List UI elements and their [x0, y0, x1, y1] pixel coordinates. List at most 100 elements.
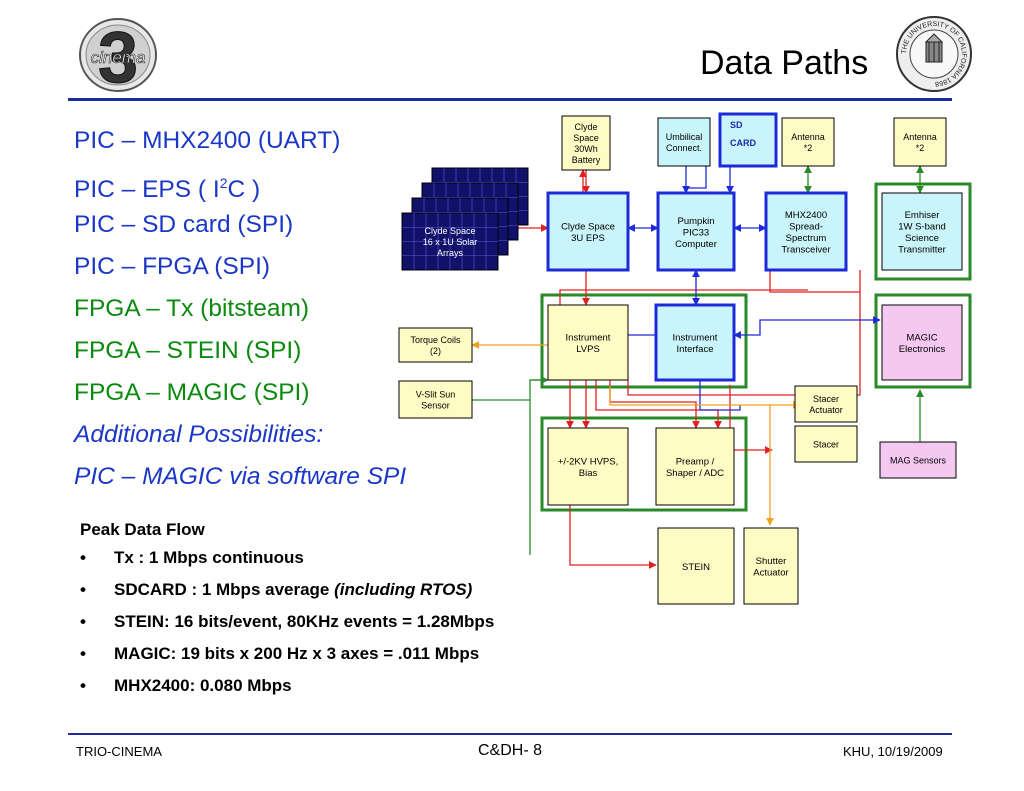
data-path-item: PIC – MHX2400 (UART) — [74, 127, 341, 154]
node-label: Umbilical — [666, 132, 703, 142]
connector-line — [472, 376, 549, 401]
footer-page-number: C&DH- 8 — [478, 742, 543, 759]
subsystem-group-frame — [874, 293, 972, 389]
bullet-icon: • — [80, 644, 86, 663]
node-label: *2 — [916, 143, 925, 153]
node-label: Stacer — [813, 394, 839, 404]
node-label: Clyde — [574, 122, 597, 132]
peak-data-flow-item: •STEIN: 16 bits/event, 80KHz events = 1.… — [80, 606, 494, 638]
node-label: Connect. — [666, 143, 702, 153]
bullet-icon: • — [80, 548, 86, 567]
connector-line — [569, 495, 657, 569]
slide-title: Data Paths — [700, 44, 869, 82]
node-label: STEIN — [682, 562, 710, 573]
node-label: *2 — [804, 143, 813, 153]
node-hvps: +/-2KV HVPS,Bias — [547, 427, 629, 506]
node-label: Clyde Space — [561, 222, 615, 233]
data-path-item: PIC – FPGA (SPI) — [74, 253, 271, 280]
node-magsens: MAG Sensors — [879, 441, 957, 479]
node-label: SD — [730, 120, 743, 130]
connector-line — [769, 270, 861, 293]
node-sdcard: SD CARD — [718, 112, 778, 168]
peak-data-flow-item: •MAGIC: 19 bits x 200 Hz x 3 axes = .011… — [80, 638, 494, 670]
node-stacer: Stacer — [794, 425, 858, 463]
node-label: Electronics — [899, 344, 946, 355]
node-label: Space — [573, 133, 599, 143]
connector-line — [684, 166, 707, 189]
node-label: (2) — [430, 346, 441, 356]
connector-line — [733, 316, 881, 339]
peak-data-flow-item: •SDCARD : 1 Mbps average (including RTOS… — [80, 574, 494, 606]
node-label: Computer — [675, 239, 717, 250]
node-label: +/-2KV HVPS, — [558, 457, 618, 468]
node-label: Battery — [572, 155, 601, 165]
node-label: CARD — [730, 138, 756, 148]
node-label: Spread- — [789, 222, 823, 233]
node-label: Actuator — [809, 405, 843, 415]
node-label: Instrument — [673, 333, 718, 344]
node-label: Stacer — [813, 440, 839, 450]
node-label: Preamp / — [676, 457, 715, 468]
footer-left: TRIO-CINEMA — [76, 744, 162, 759]
cinema-logo-text: cinema — [91, 48, 146, 67]
node-label: Pumpkin — [678, 216, 715, 227]
node-label: Actuator — [753, 568, 788, 579]
node-label: 16 x 1U Solar — [423, 237, 478, 247]
peak-data-flow: Peak Data Flow •Tx : 1 Mbps continuous•S… — [80, 518, 494, 702]
node-label: Arrays — [437, 248, 464, 258]
peak-data-flow-list: •Tx : 1 Mbps continuous•SDCARD : 1 Mbps … — [80, 542, 494, 702]
header-rule — [68, 98, 952, 101]
peak-data-flow-item: •Tx : 1 Mbps continuous — [80, 542, 494, 574]
peak-data-flow-title: Peak Data Flow — [80, 520, 205, 539]
node-label: Antenna — [903, 132, 937, 142]
node-label: Transceiver — [781, 245, 830, 256]
bullet-icon: • — [80, 612, 86, 631]
data-path-item: FPGA – Tx (bitsteam) — [74, 295, 310, 322]
node-preamp: Preamp /Shaper / ADC — [655, 427, 735, 506]
node-label: Shaper / ADC — [666, 468, 724, 479]
node-torque: Torque Coils(2) — [398, 327, 473, 363]
data-paths-list: PIC – MHX2400 (UART) PIC – EPS ( I2C ) PIC… — [74, 120, 406, 498]
bullet-icon: • — [80, 676, 86, 695]
data-path-item: FPGA – MAGIC (SPI) — [74, 379, 310, 406]
data-path-item: PIC – SD card (SPI) — [74, 211, 294, 238]
node-antenna1: Antenna*2 — [781, 117, 835, 167]
node-label: Sensor — [421, 401, 450, 411]
data-path-item: FPGA – STEIN (SPI) — [74, 337, 302, 364]
node-label: MHX2400 — [785, 210, 827, 221]
footer-date: KHU, 10/19/2009 — [843, 744, 943, 759]
footer-rule — [68, 733, 952, 735]
node-label: Clyde Space — [424, 226, 475, 236]
node-label: Bias — [579, 468, 598, 479]
node-label: Instrument — [566, 333, 611, 344]
node-label: V-Slit Sun — [416, 390, 456, 400]
node-label: Antenna — [791, 132, 825, 142]
node-label: PIC33 — [683, 227, 709, 238]
data-path-item: PIC – MAGIC via software SPI — [74, 463, 407, 490]
university-seal-logo: THE UNIVERSITY OF CALIFORNIA 1868 — [896, 16, 972, 92]
connector-line — [609, 386, 801, 409]
cinema-logo: 3 cinema — [79, 18, 157, 98]
connector-line — [627, 292, 861, 396]
node-label: Science — [905, 233, 939, 244]
bullet-icon: • — [80, 580, 86, 599]
node-label: 1W S-band — [898, 222, 946, 233]
node-label: Shutter — [756, 556, 787, 567]
node-label: Emhiser — [905, 210, 940, 221]
peak-data-flow-item: •MHX2400: 0.080 Mbps — [80, 670, 494, 702]
data-path-item: PIC – EPS ( I2C ) — [74, 175, 261, 204]
connector-line — [699, 380, 741, 411]
node-label: 30Wh — [574, 144, 598, 154]
